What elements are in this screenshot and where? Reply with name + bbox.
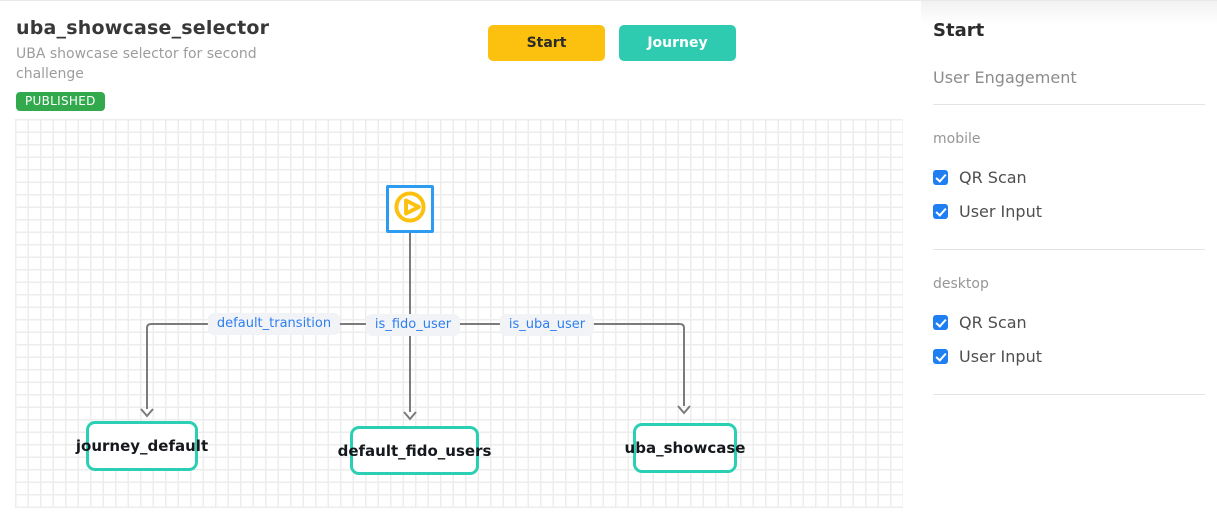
- option-mobile-user-input[interactable]: User Input: [933, 202, 1205, 221]
- option-desktop-qr-scan[interactable]: QR Scan: [933, 313, 1205, 332]
- edge-is-uba-user-line: [410, 323, 685, 406]
- sidebar-title: Start: [933, 20, 985, 41]
- node-uba-showcase[interactable]: uba_showcase: [625, 423, 745, 473]
- arrowhead-down-icon: [677, 405, 691, 415]
- journey-header: uba_showcase_selector UBA showcase selec…: [16, 17, 286, 111]
- arrowhead-down-icon: [403, 411, 417, 421]
- option-desktop-user-input[interactable]: User Input: [933, 347, 1205, 366]
- play-icon: [389, 186, 431, 232]
- journey-tab-button[interactable]: Journey: [619, 25, 736, 61]
- properties-sidebar: Start User Engagement mobile QR Scan Use…: [921, 1, 1217, 514]
- option-label: User Input: [959, 202, 1042, 221]
- checkbox-checked-icon[interactable]: [933, 315, 948, 330]
- checkbox-checked-icon[interactable]: [933, 349, 948, 364]
- option-label: QR Scan: [959, 168, 1027, 187]
- flow-canvas[interactable]: default_transition is_fido_user is_uba_u…: [15, 119, 903, 508]
- sidebar-subtitle: User Engagement: [933, 68, 1077, 87]
- status-badge: PUBLISHED: [16, 91, 105, 111]
- node-journey-default[interactable]: journey_default: [76, 421, 208, 471]
- divider: [933, 249, 1205, 250]
- arrowhead-down-icon: [140, 408, 154, 418]
- start-node[interactable]: [386, 185, 434, 233]
- divider: [933, 104, 1205, 105]
- page-subtitle: UBA showcase selector for second challen…: [16, 46, 257, 83]
- option-label: User Input: [959, 347, 1042, 366]
- start-tab-button[interactable]: Start: [488, 25, 605, 61]
- page-title: uba_showcase_selector: [16, 17, 270, 39]
- option-label: QR Scan: [959, 313, 1027, 332]
- node-default-fido-users[interactable]: default_fido_users: [338, 426, 491, 475]
- checkbox-checked-icon[interactable]: [933, 170, 948, 185]
- checkbox-checked-icon[interactable]: [933, 204, 948, 219]
- section-label-mobile: mobile: [933, 131, 981, 147]
- edge-default-transition-line: [146, 323, 410, 409]
- edge-label-is-uba-user[interactable]: is_uba_user: [499, 314, 595, 336]
- section-label-desktop: desktop: [933, 276, 989, 292]
- edge-label-is-fido-user[interactable]: is_fido_user: [365, 314, 461, 336]
- option-mobile-qr-scan[interactable]: QR Scan: [933, 168, 1205, 187]
- divider: [933, 394, 1205, 395]
- edge-label-default-transition[interactable]: default_transition: [207, 313, 341, 335]
